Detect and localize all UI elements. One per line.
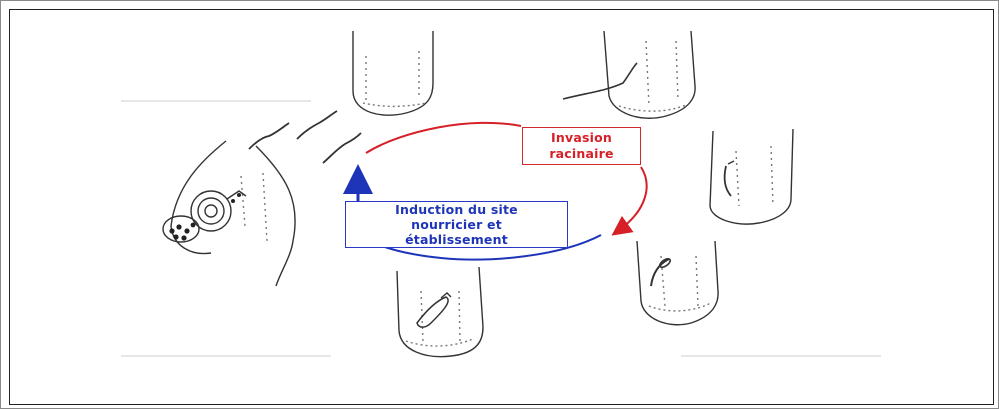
juvenile-worms [249,111,361,163]
induction-label: Induction du site nourricier et établiss… [345,201,568,248]
galled-root-with-female [163,141,295,286]
root-tip-top-center [353,31,433,115]
induction-label-line-2: nourricier et [346,217,567,232]
root-tip-top-right [563,31,695,118]
root-tip-bottom-center [397,267,483,357]
invasion-label-line-2: racinaire [523,146,640,162]
induction-label-line-1: Induction du site [346,202,567,217]
root-tip-right [710,129,793,224]
invasion-label: Invasion racinaire [522,127,641,165]
induction-label-line-3: établissement [346,232,567,247]
invasion-label-line-1: Invasion [523,130,640,146]
root-tip-bottom-right [637,241,718,325]
